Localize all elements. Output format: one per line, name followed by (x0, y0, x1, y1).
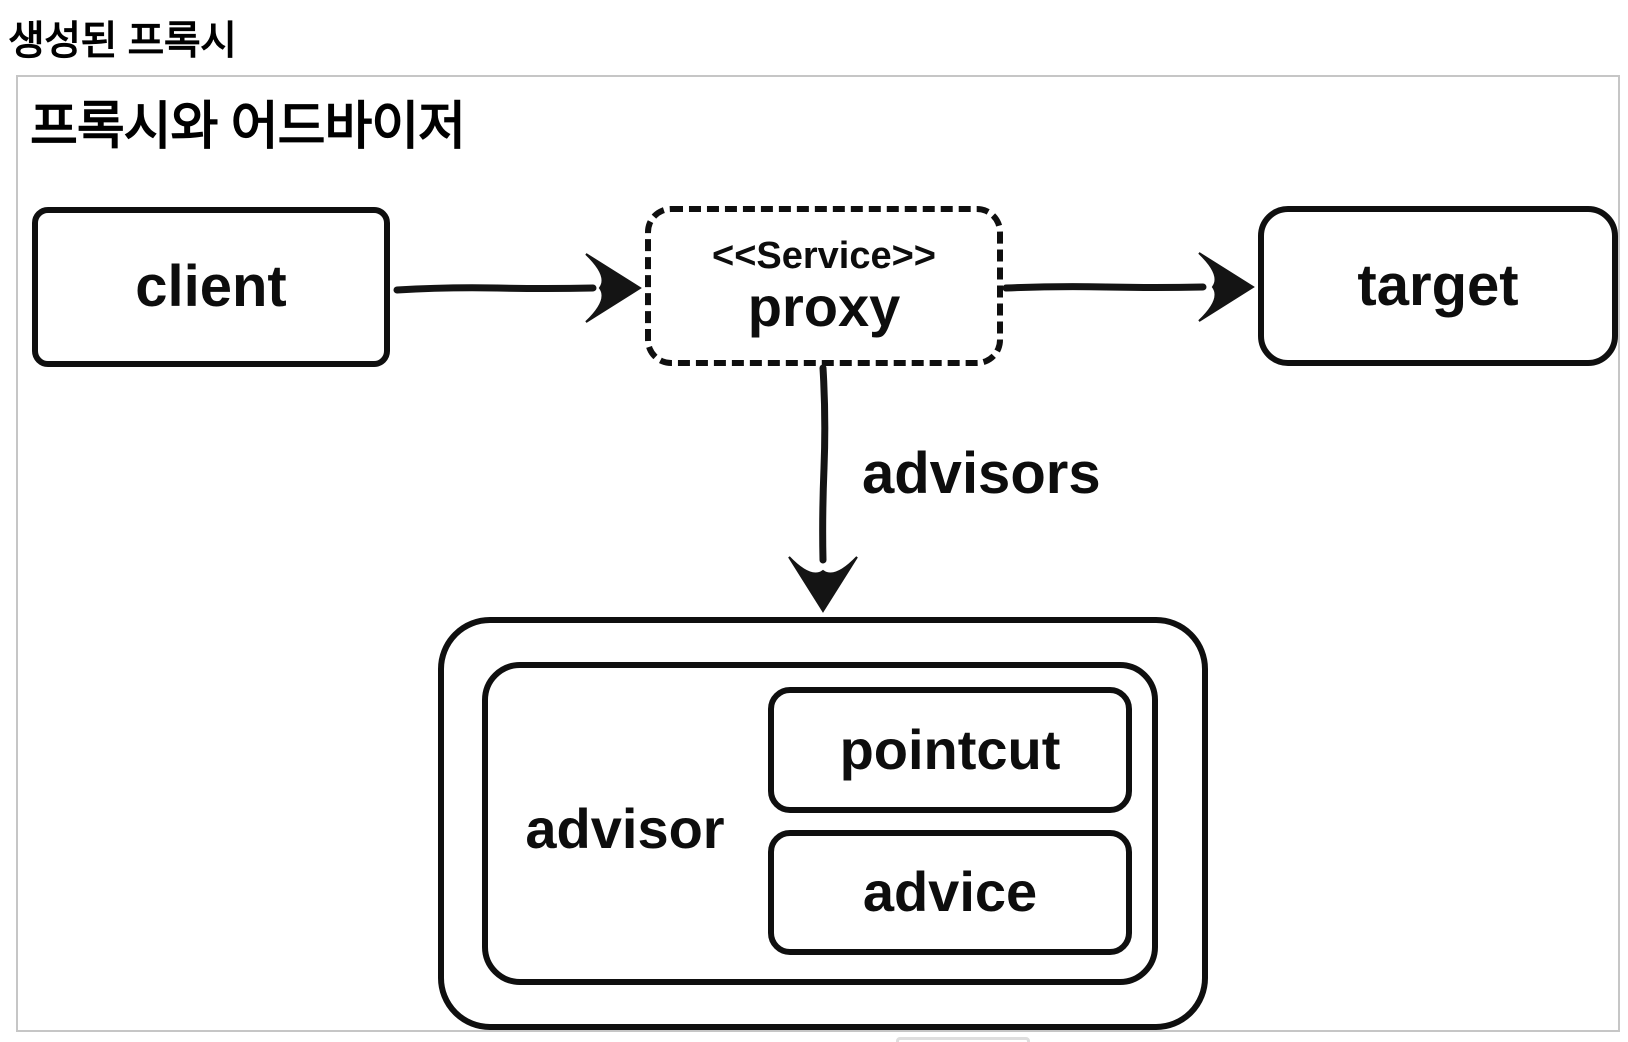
page-title: 생성된 프록시 (8, 19, 237, 63)
pointcut-node-label: pointcut (839, 717, 1061, 781)
proxy-node: <<Service>> proxy (645, 206, 1003, 366)
advice-node: advice (768, 830, 1132, 955)
advice-node-label: advice (862, 860, 1038, 924)
cropped-bottom-element (896, 1037, 1030, 1042)
client-node: client (32, 207, 390, 367)
panel-heading: 프록시와 어드바이저 (30, 98, 466, 156)
pointcut-node: pointcut (768, 687, 1132, 813)
advisors-edge-label: advisors (862, 441, 1101, 506)
target-node: target (1258, 206, 1618, 366)
proxy-stereotype-label: <<Service>> (712, 234, 936, 277)
target-node-label: target (1357, 252, 1519, 318)
advisor-box-label: advisor (525, 796, 725, 860)
proxy-node-label: proxy (747, 274, 901, 338)
client-node-label: client (135, 253, 287, 319)
